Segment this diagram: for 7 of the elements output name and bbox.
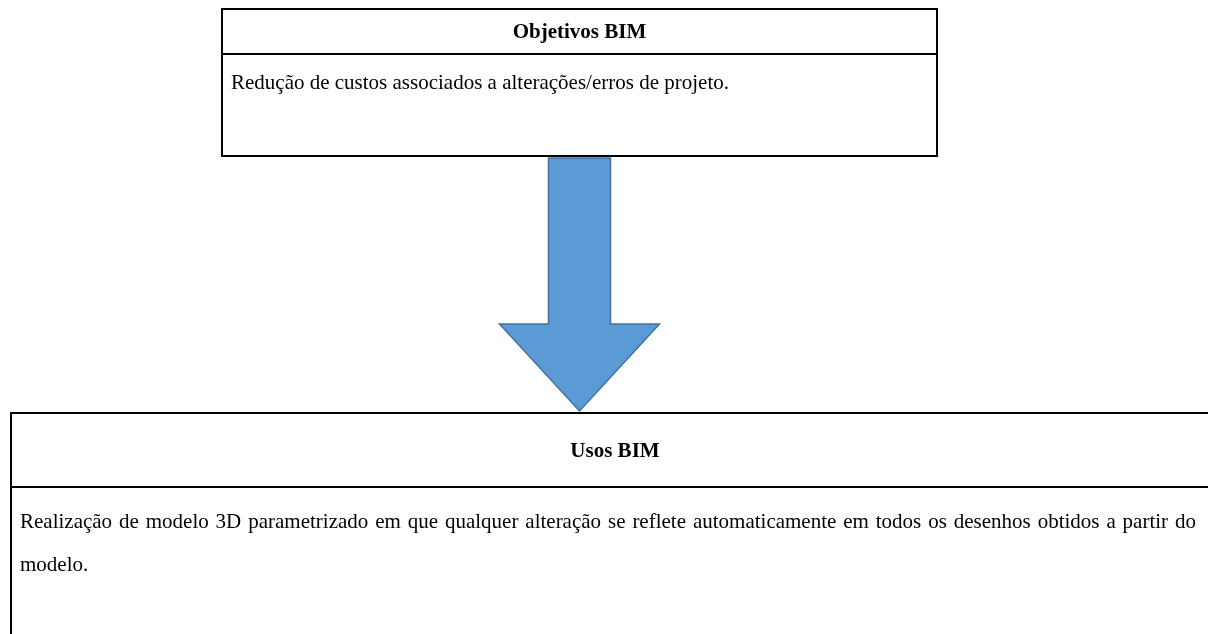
description-text: Realização de modelo 3D parametrizado em que qualquer alteração se reflete automaticamente em todos os desenhos obtidos a partir do modelo. bbox=[19, 508, 1197, 578]
heading: Usos BIM bbox=[570, 437, 660, 463]
description-text: Redução de custos associados a alterações/erros de projeto. bbox=[230, 69, 730, 95]
table-box bbox=[221, 8, 938, 157]
block-arrow bbox=[497, 157, 662, 413]
heading: Objetivos BIM bbox=[512, 19, 647, 44]
table-box bbox=[10, 412, 1208, 634]
